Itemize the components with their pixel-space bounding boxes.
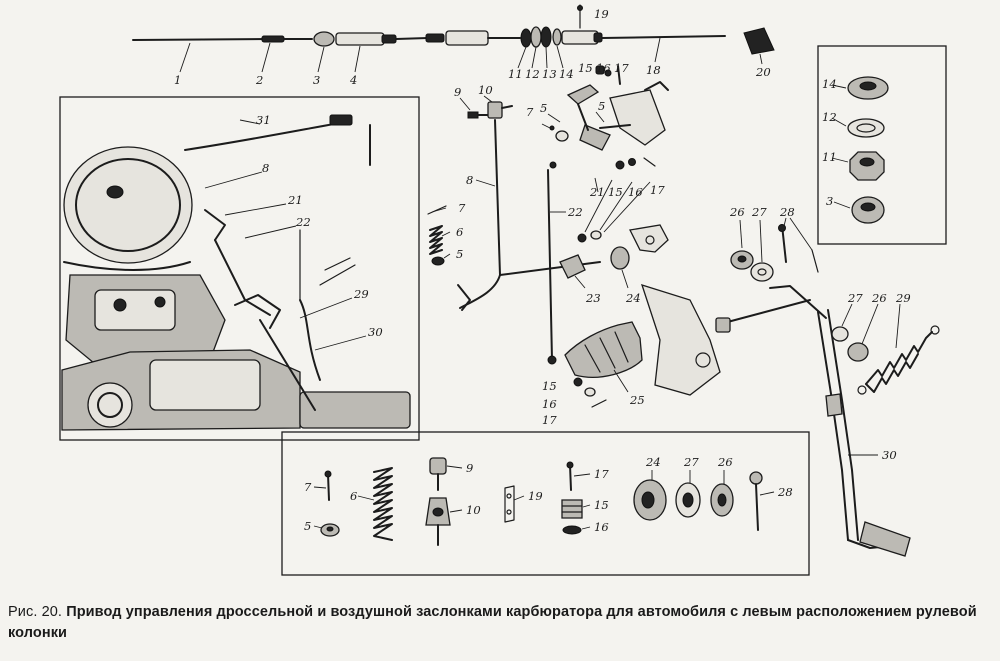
pedal-label-29: 29	[895, 291, 911, 305]
center-label-8: 8	[466, 173, 473, 187]
small-parts-frame	[281, 431, 810, 576]
inset-label-11: 11	[822, 150, 837, 164]
center-label-10: 10	[478, 83, 493, 97]
small-label-26: 26	[717, 455, 733, 469]
center-label-15c: 15	[542, 379, 557, 393]
figure-caption: Рис. 20. Привод управления дроссельной и…	[8, 602, 993, 644]
label-20: 20	[755, 65, 771, 79]
center-label-16b: 16	[628, 185, 643, 199]
engine-label-8: 8	[262, 161, 269, 175]
pedal-label-27a: 27	[751, 205, 767, 219]
center-label-5a: 5	[540, 101, 547, 115]
caption-prefix: Рис. 20.	[8, 604, 63, 620]
inset-nuts-frame	[817, 45, 947, 245]
engine-view	[61, 114, 411, 431]
small-label-24: 24	[645, 455, 661, 469]
small-label-27: 27	[683, 455, 699, 469]
center-linkage	[427, 65, 721, 408]
inset-nuts	[831, 76, 889, 224]
center-label-21: 21	[589, 185, 605, 199]
pedal-label-27b: 27	[847, 291, 863, 305]
small-parts	[313, 457, 775, 546]
center-label-5c: 5	[456, 247, 463, 261]
label-2: 2	[255, 73, 263, 87]
center-label-17c: 17	[542, 413, 557, 427]
engine-label-22: 22	[295, 215, 311, 229]
small-label-10: 10	[466, 503, 481, 517]
center-label-17b: 17	[650, 183, 665, 197]
engine-label-30: 30	[368, 325, 383, 339]
small-label-28: 28	[777, 485, 793, 499]
label-18: 18	[646, 63, 661, 77]
label-11: 11	[508, 67, 523, 81]
center-label-15b: 15	[608, 185, 623, 199]
caption-title: Привод управления дроссельной и воздушно…	[8, 604, 977, 641]
pedal-label-26b: 26	[871, 291, 887, 305]
inset-label-14: 14	[822, 77, 837, 91]
center-label-23: 23	[585, 291, 601, 305]
center-label-7a: 7	[526, 105, 534, 119]
engine-label-29: 29	[353, 287, 369, 301]
center-label-22: 22	[567, 205, 583, 219]
label-19: 19	[594, 7, 609, 21]
small-label-19: 19	[528, 489, 543, 503]
inset-label-12: 12	[822, 110, 837, 124]
pedal-label-30: 30	[882, 448, 897, 462]
label-4: 4	[349, 73, 357, 87]
center-label-9: 9	[454, 85, 461, 99]
label-12: 12	[525, 67, 540, 81]
cable-assembly	[132, 4, 775, 55]
small-label-17: 17	[594, 467, 609, 481]
small-label-6: 6	[350, 489, 357, 503]
engine-label-31: 31	[256, 113, 271, 127]
center-label-16a: 16	[596, 61, 611, 75]
label-1: 1	[174, 73, 181, 87]
center-label-25: 25	[629, 393, 645, 407]
small-label-5: 5	[304, 519, 311, 533]
pedal-assembly	[715, 217, 940, 557]
center-label-24: 24	[625, 291, 641, 305]
center-label-7b: 7	[458, 201, 466, 215]
engine-view-frame	[59, 96, 420, 441]
inset-label-3: 3	[826, 194, 833, 208]
center-label-15a: 15	[578, 61, 593, 75]
small-label-7: 7	[304, 480, 312, 494]
cable-leaders	[179, 37, 763, 73]
center-label-17a: 17	[614, 61, 629, 75]
label-3: 3	[313, 73, 320, 87]
small-label-9: 9	[466, 461, 473, 475]
center-label-6: 6	[456, 225, 463, 239]
pedal-label-26a: 26	[729, 205, 745, 219]
small-label-15: 15	[594, 498, 609, 512]
small-label-16: 16	[594, 520, 609, 534]
label-13: 13	[542, 67, 557, 81]
pedal-label-28: 28	[779, 205, 795, 219]
center-label-16c: 16	[542, 397, 557, 411]
engine-label-21: 21	[287, 193, 303, 207]
center-label-5b: 5	[598, 99, 605, 113]
center-leaders	[431, 95, 651, 393]
label-14: 14	[559, 67, 574, 81]
